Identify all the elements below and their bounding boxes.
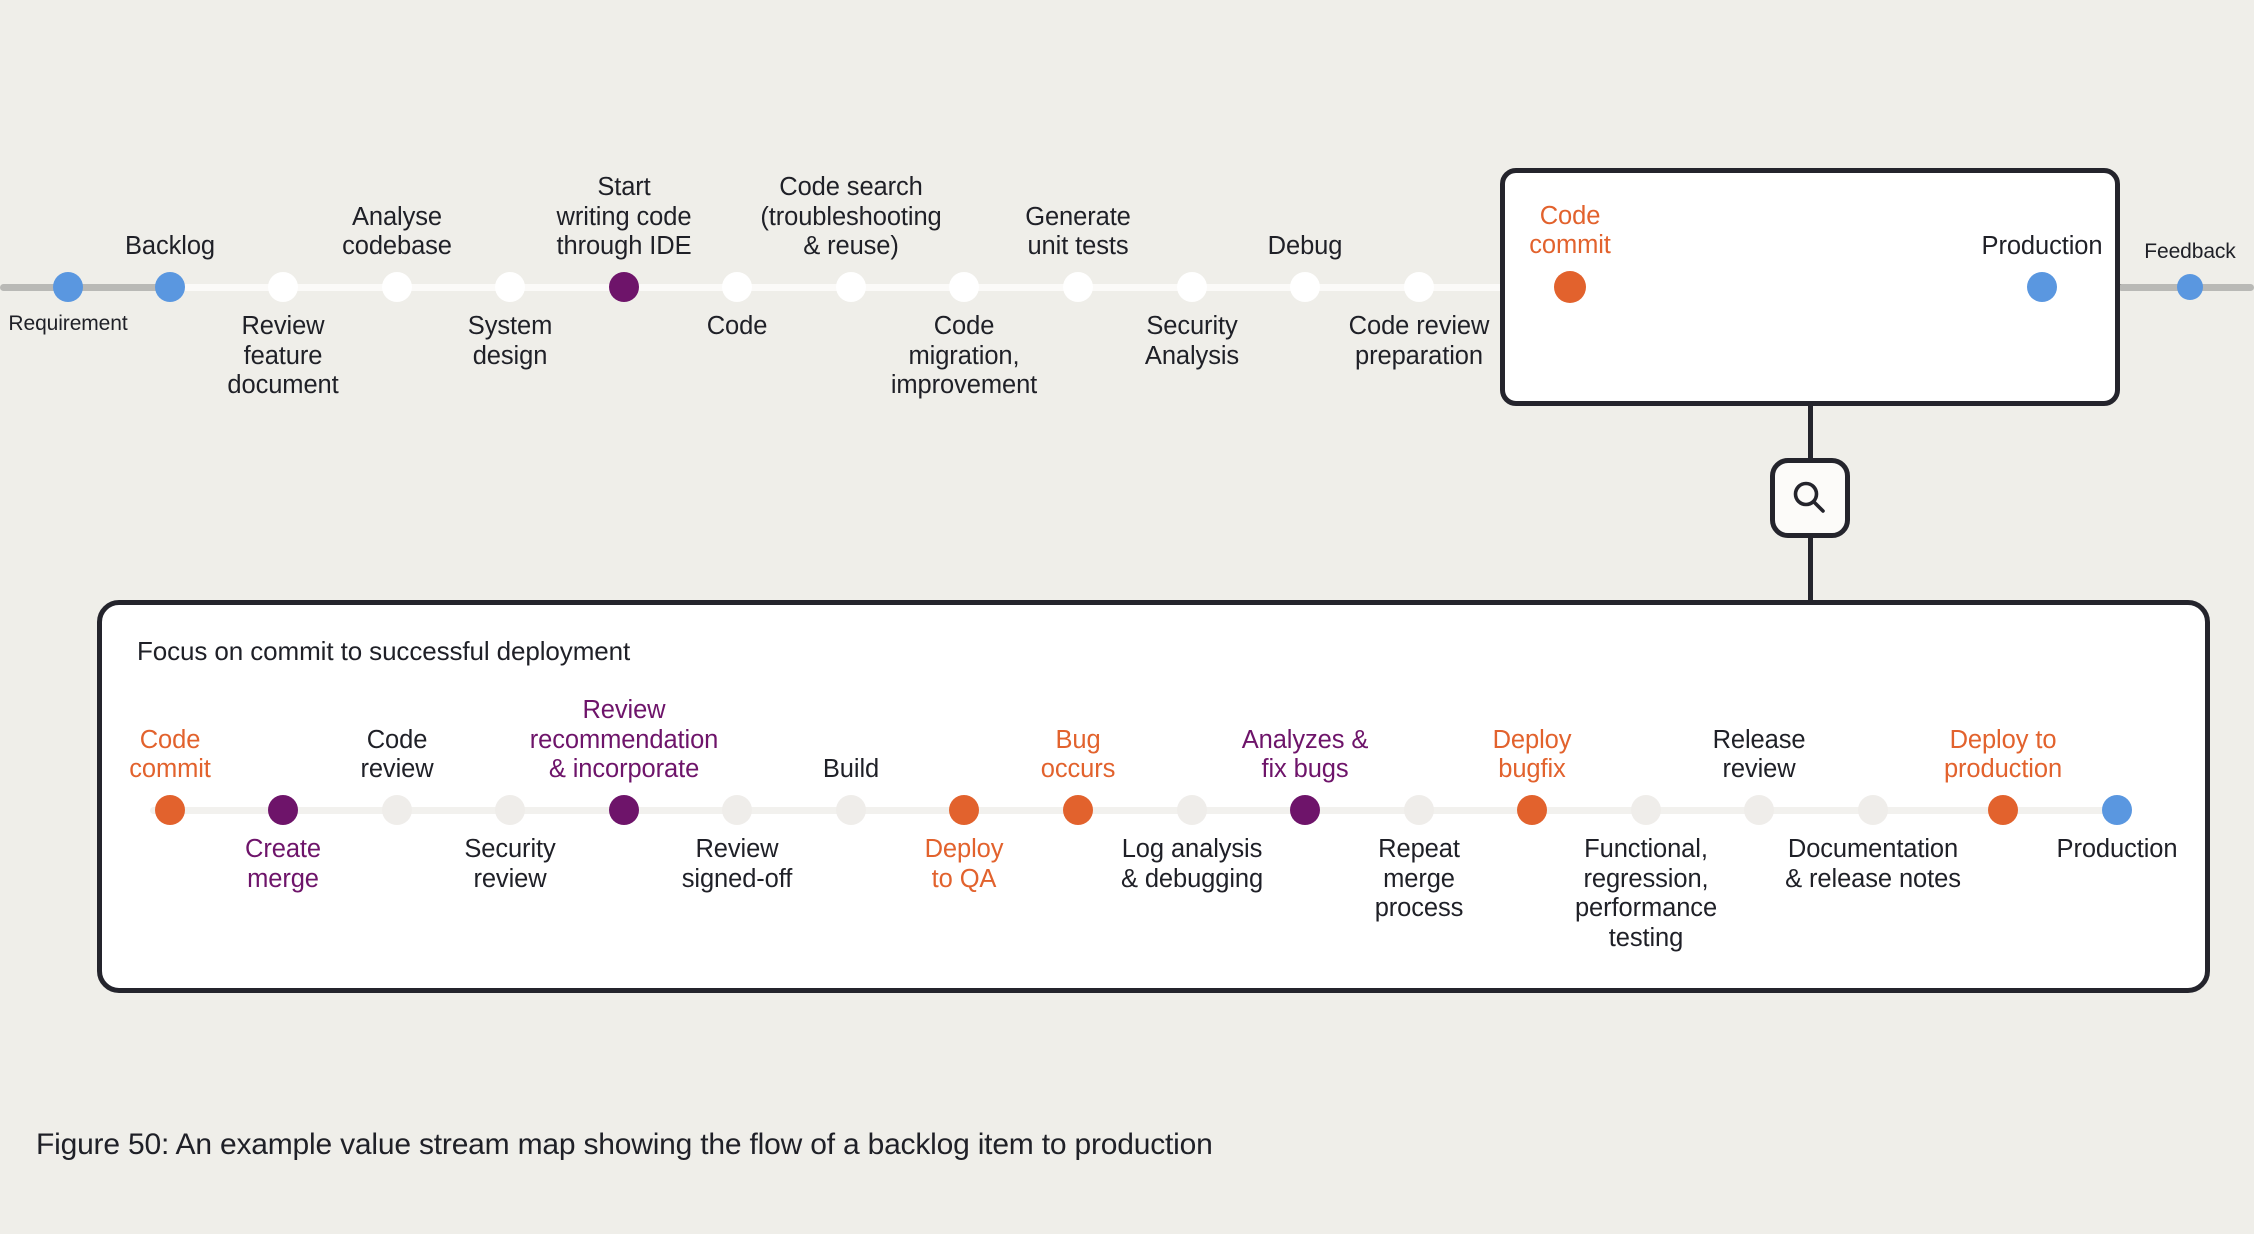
timeline-node[interactable] bbox=[722, 272, 752, 302]
timeline-node[interactable] bbox=[1631, 795, 1661, 825]
commit-to-production-highlight-box[interactable] bbox=[1500, 168, 2120, 406]
timeline-node-label: Analyse codebase bbox=[342, 202, 452, 261]
timeline-node[interactable] bbox=[268, 272, 298, 302]
timeline-node-label: Code migration, improvement bbox=[890, 312, 1038, 400]
zoom-connector-lower bbox=[1808, 538, 1813, 600]
timeline-node-label: Functional, regression, performance test… bbox=[1574, 835, 1718, 952]
timeline-node-label: Feedback bbox=[2144, 239, 2236, 263]
timeline-node[interactable] bbox=[609, 795, 639, 825]
timeline-node-label: Deploy to QA bbox=[924, 835, 1004, 893]
rail-segment bbox=[150, 806, 2130, 814]
timeline-node[interactable] bbox=[268, 795, 298, 825]
timeline-node-label: Security review bbox=[464, 835, 556, 893]
timeline-node-label: Code commit bbox=[129, 725, 211, 784]
timeline-node-label: Create merge bbox=[245, 835, 321, 893]
detail-panel-title: Focus on commit to successful deployment bbox=[137, 636, 631, 666]
timeline-node[interactable] bbox=[2102, 795, 2132, 825]
timeline-node-label: Review signed-off bbox=[681, 835, 793, 893]
detail-panel bbox=[97, 600, 2210, 993]
timeline-node-label: Release review bbox=[1712, 725, 1806, 784]
timeline-node-label: Bug occurs bbox=[1040, 725, 1116, 784]
timeline-node[interactable] bbox=[2177, 274, 2203, 300]
timeline-node-label: Repeat merge process bbox=[1374, 835, 1464, 923]
timeline-node-label: Documentation & release notes bbox=[1785, 835, 1961, 893]
timeline-node[interactable] bbox=[495, 795, 525, 825]
timeline-node[interactable] bbox=[1517, 795, 1547, 825]
timeline-node[interactable] bbox=[1177, 795, 1207, 825]
rail-segment bbox=[0, 283, 172, 291]
figure-caption: Figure 50: An example value stream map s… bbox=[36, 1128, 1213, 1161]
zoom-connector-upper bbox=[1808, 406, 1813, 458]
timeline-node[interactable] bbox=[949, 272, 979, 302]
timeline-node-label: Code bbox=[706, 312, 768, 340]
timeline-node-label: Code review preparation bbox=[1348, 312, 1490, 370]
timeline-node[interactable] bbox=[53, 272, 83, 302]
timeline-node[interactable] bbox=[382, 795, 412, 825]
timeline-node-label: Start writing code through IDE bbox=[556, 173, 692, 261]
timeline-node[interactable] bbox=[155, 272, 185, 302]
timeline-node-label: Log analysis & debugging bbox=[1120, 835, 1264, 893]
timeline-node[interactable] bbox=[1744, 795, 1774, 825]
timeline-node[interactable] bbox=[1290, 272, 1320, 302]
timeline-node-label: Backlog bbox=[124, 232, 216, 261]
timeline-node[interactable] bbox=[609, 272, 639, 302]
timeline-node[interactable] bbox=[1177, 272, 1207, 302]
timeline-node[interactable] bbox=[155, 795, 185, 825]
timeline-node-label: Debug bbox=[1267, 232, 1343, 261]
magnifier-icon[interactable] bbox=[1770, 458, 1850, 538]
timeline-node[interactable] bbox=[1290, 795, 1320, 825]
timeline-node-label: Code commit bbox=[1529, 201, 1611, 260]
timeline-node[interactable] bbox=[836, 272, 866, 302]
timeline-node[interactable] bbox=[1404, 272, 1434, 302]
timeline-node[interactable] bbox=[495, 272, 525, 302]
timeline-node[interactable] bbox=[1988, 795, 2018, 825]
timeline-node-label: Generate unit tests bbox=[1025, 202, 1131, 261]
timeline-node-label: Code search (troubleshooting & reuse) bbox=[760, 173, 942, 261]
timeline-node-label: System design bbox=[467, 312, 553, 370]
timeline-node-label: Production bbox=[1981, 232, 2103, 261]
timeline-node-label: Security Analysis bbox=[1144, 312, 1240, 370]
timeline-node-label: Review recommendation & incorporate bbox=[529, 696, 719, 784]
timeline-node[interactable] bbox=[1858, 795, 1888, 825]
timeline-node-label: Production bbox=[2056, 835, 2178, 863]
timeline-node[interactable] bbox=[2027, 272, 2057, 302]
timeline-node-label: Deploy bugfix bbox=[1492, 725, 1572, 784]
timeline-node[interactable] bbox=[1554, 271, 1586, 303]
timeline-node[interactable] bbox=[722, 795, 752, 825]
timeline-node[interactable] bbox=[382, 272, 412, 302]
timeline-node-label: Analyzes & fix bugs bbox=[1241, 725, 1369, 784]
timeline-node-label: Requirement bbox=[8, 312, 128, 335]
timeline-node[interactable] bbox=[836, 795, 866, 825]
timeline-node-label: Code review bbox=[360, 725, 434, 784]
timeline-node[interactable] bbox=[1063, 795, 1093, 825]
timeline-node-label: Review feature document bbox=[227, 312, 339, 400]
timeline-node-label: Build bbox=[822, 755, 880, 784]
timeline-node[interactable] bbox=[1404, 795, 1434, 825]
timeline-node[interactable] bbox=[949, 795, 979, 825]
timeline-node[interactable] bbox=[1063, 272, 1093, 302]
timeline-node-label: Deploy to production bbox=[1943, 725, 2063, 784]
